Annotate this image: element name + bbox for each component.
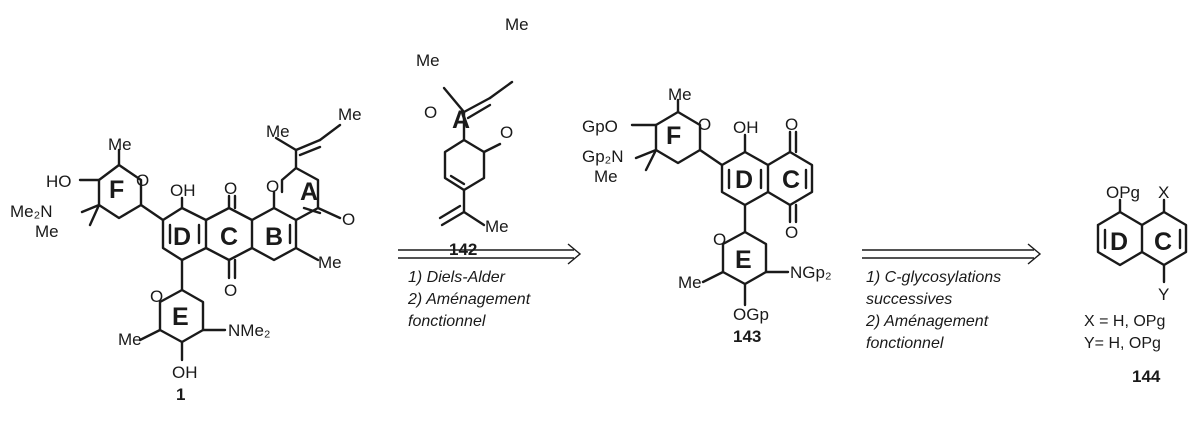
atom-opg: OPg xyxy=(1106,183,1140,202)
atom-me: Me xyxy=(118,330,142,349)
compound-number: 143 xyxy=(733,327,761,346)
ring-label: C xyxy=(1154,228,1172,256)
atom-oh: OH xyxy=(733,118,759,137)
atom-me: Me xyxy=(35,222,59,241)
atom-me2n: Me₂N xyxy=(10,202,53,221)
atom-me: Me xyxy=(668,85,692,104)
atom-o: O xyxy=(224,281,237,300)
substituent-def: Y= H, OPg xyxy=(1084,335,1161,352)
atom-ho: HO xyxy=(46,172,72,191)
ring-label: B xyxy=(265,223,283,251)
compound-1: Me HO Me₂N Me O OH O O O O Me Me Me O Me… xyxy=(10,105,362,404)
atom-oh: OH xyxy=(170,181,196,200)
step-line: 2) Aménagement xyxy=(865,313,989,330)
atom-o: O xyxy=(500,123,513,142)
atom-me: Me xyxy=(594,167,618,186)
atom-o: O xyxy=(424,103,437,122)
step-line: fonctionnel xyxy=(866,335,944,352)
ring-label: F xyxy=(666,122,681,150)
atom-o: O xyxy=(150,287,163,306)
atom-me: Me xyxy=(108,135,132,154)
atom-ngp2: NGp₂ xyxy=(790,263,832,282)
ring-label: D xyxy=(1110,228,1128,256)
atom-o: O xyxy=(136,171,149,190)
atom-o: O xyxy=(713,230,726,249)
ring-label: E xyxy=(172,303,189,331)
ring-label: A xyxy=(300,178,318,206)
retro-arrow-2: 1) C-glycosylations successives 2) Aména… xyxy=(862,243,1042,352)
atom-gp2n: Gp₂N xyxy=(582,147,624,166)
atom-gpo: GpO xyxy=(582,117,618,136)
ring-label: C xyxy=(220,223,238,251)
ring-b-bonds xyxy=(250,206,298,262)
atom-me: Me xyxy=(338,105,362,124)
compound-142: Me Me O O Me A 142 xyxy=(416,15,529,259)
compound-number: 1 xyxy=(176,385,185,404)
step-line: fonctionnel xyxy=(408,313,486,330)
atom-me: Me xyxy=(266,122,290,141)
atom-o: O xyxy=(785,115,798,134)
retro-arrow-1: 1) Diels-Alder 2) Aménagement fonctionne… xyxy=(398,243,582,330)
atom-me: Me xyxy=(485,217,509,236)
ring-c-bonds xyxy=(204,206,254,262)
ring-label: D xyxy=(735,166,753,194)
compound-143: Me GpO Gp₂N Me O OH O O O Me NGp₂ OGp F … xyxy=(582,85,832,346)
ring-label: E xyxy=(735,246,752,274)
atom-oh: OH xyxy=(172,363,198,382)
atom-nme2: NMe₂ xyxy=(228,321,271,340)
atom-o: O xyxy=(698,115,711,134)
atom-ogp: OGp xyxy=(733,305,769,324)
atom-o: O xyxy=(342,210,355,229)
atom-y: Y xyxy=(1158,285,1169,304)
atom-me: Me xyxy=(318,253,342,272)
atom-me: Me xyxy=(416,51,440,70)
atom-me: Me xyxy=(505,15,529,34)
atom-me: Me xyxy=(678,273,702,292)
compound-number: 144 xyxy=(1132,367,1161,386)
compound-number: 142 xyxy=(449,240,477,259)
step-line: 2) Aménagement xyxy=(407,291,531,308)
atom-o: O xyxy=(266,177,279,196)
ring-label: D xyxy=(173,223,191,251)
atom-x: X xyxy=(1158,183,1169,202)
substituent-def: X = H, OPg xyxy=(1084,313,1165,330)
step-line: 1) Diels-Alder xyxy=(408,269,506,286)
atom-o: O xyxy=(785,223,798,242)
compound-144: OPg X Y D C X = H, OPg Y= H, OPg 144 xyxy=(1084,183,1188,386)
ring-label: C xyxy=(782,166,800,194)
step-line: successives xyxy=(866,291,952,308)
step-line: 1) C-glycosylations xyxy=(866,269,1001,286)
ring-label: A xyxy=(452,106,470,134)
ring-label: F xyxy=(109,176,124,204)
atom-o: O xyxy=(224,179,237,198)
